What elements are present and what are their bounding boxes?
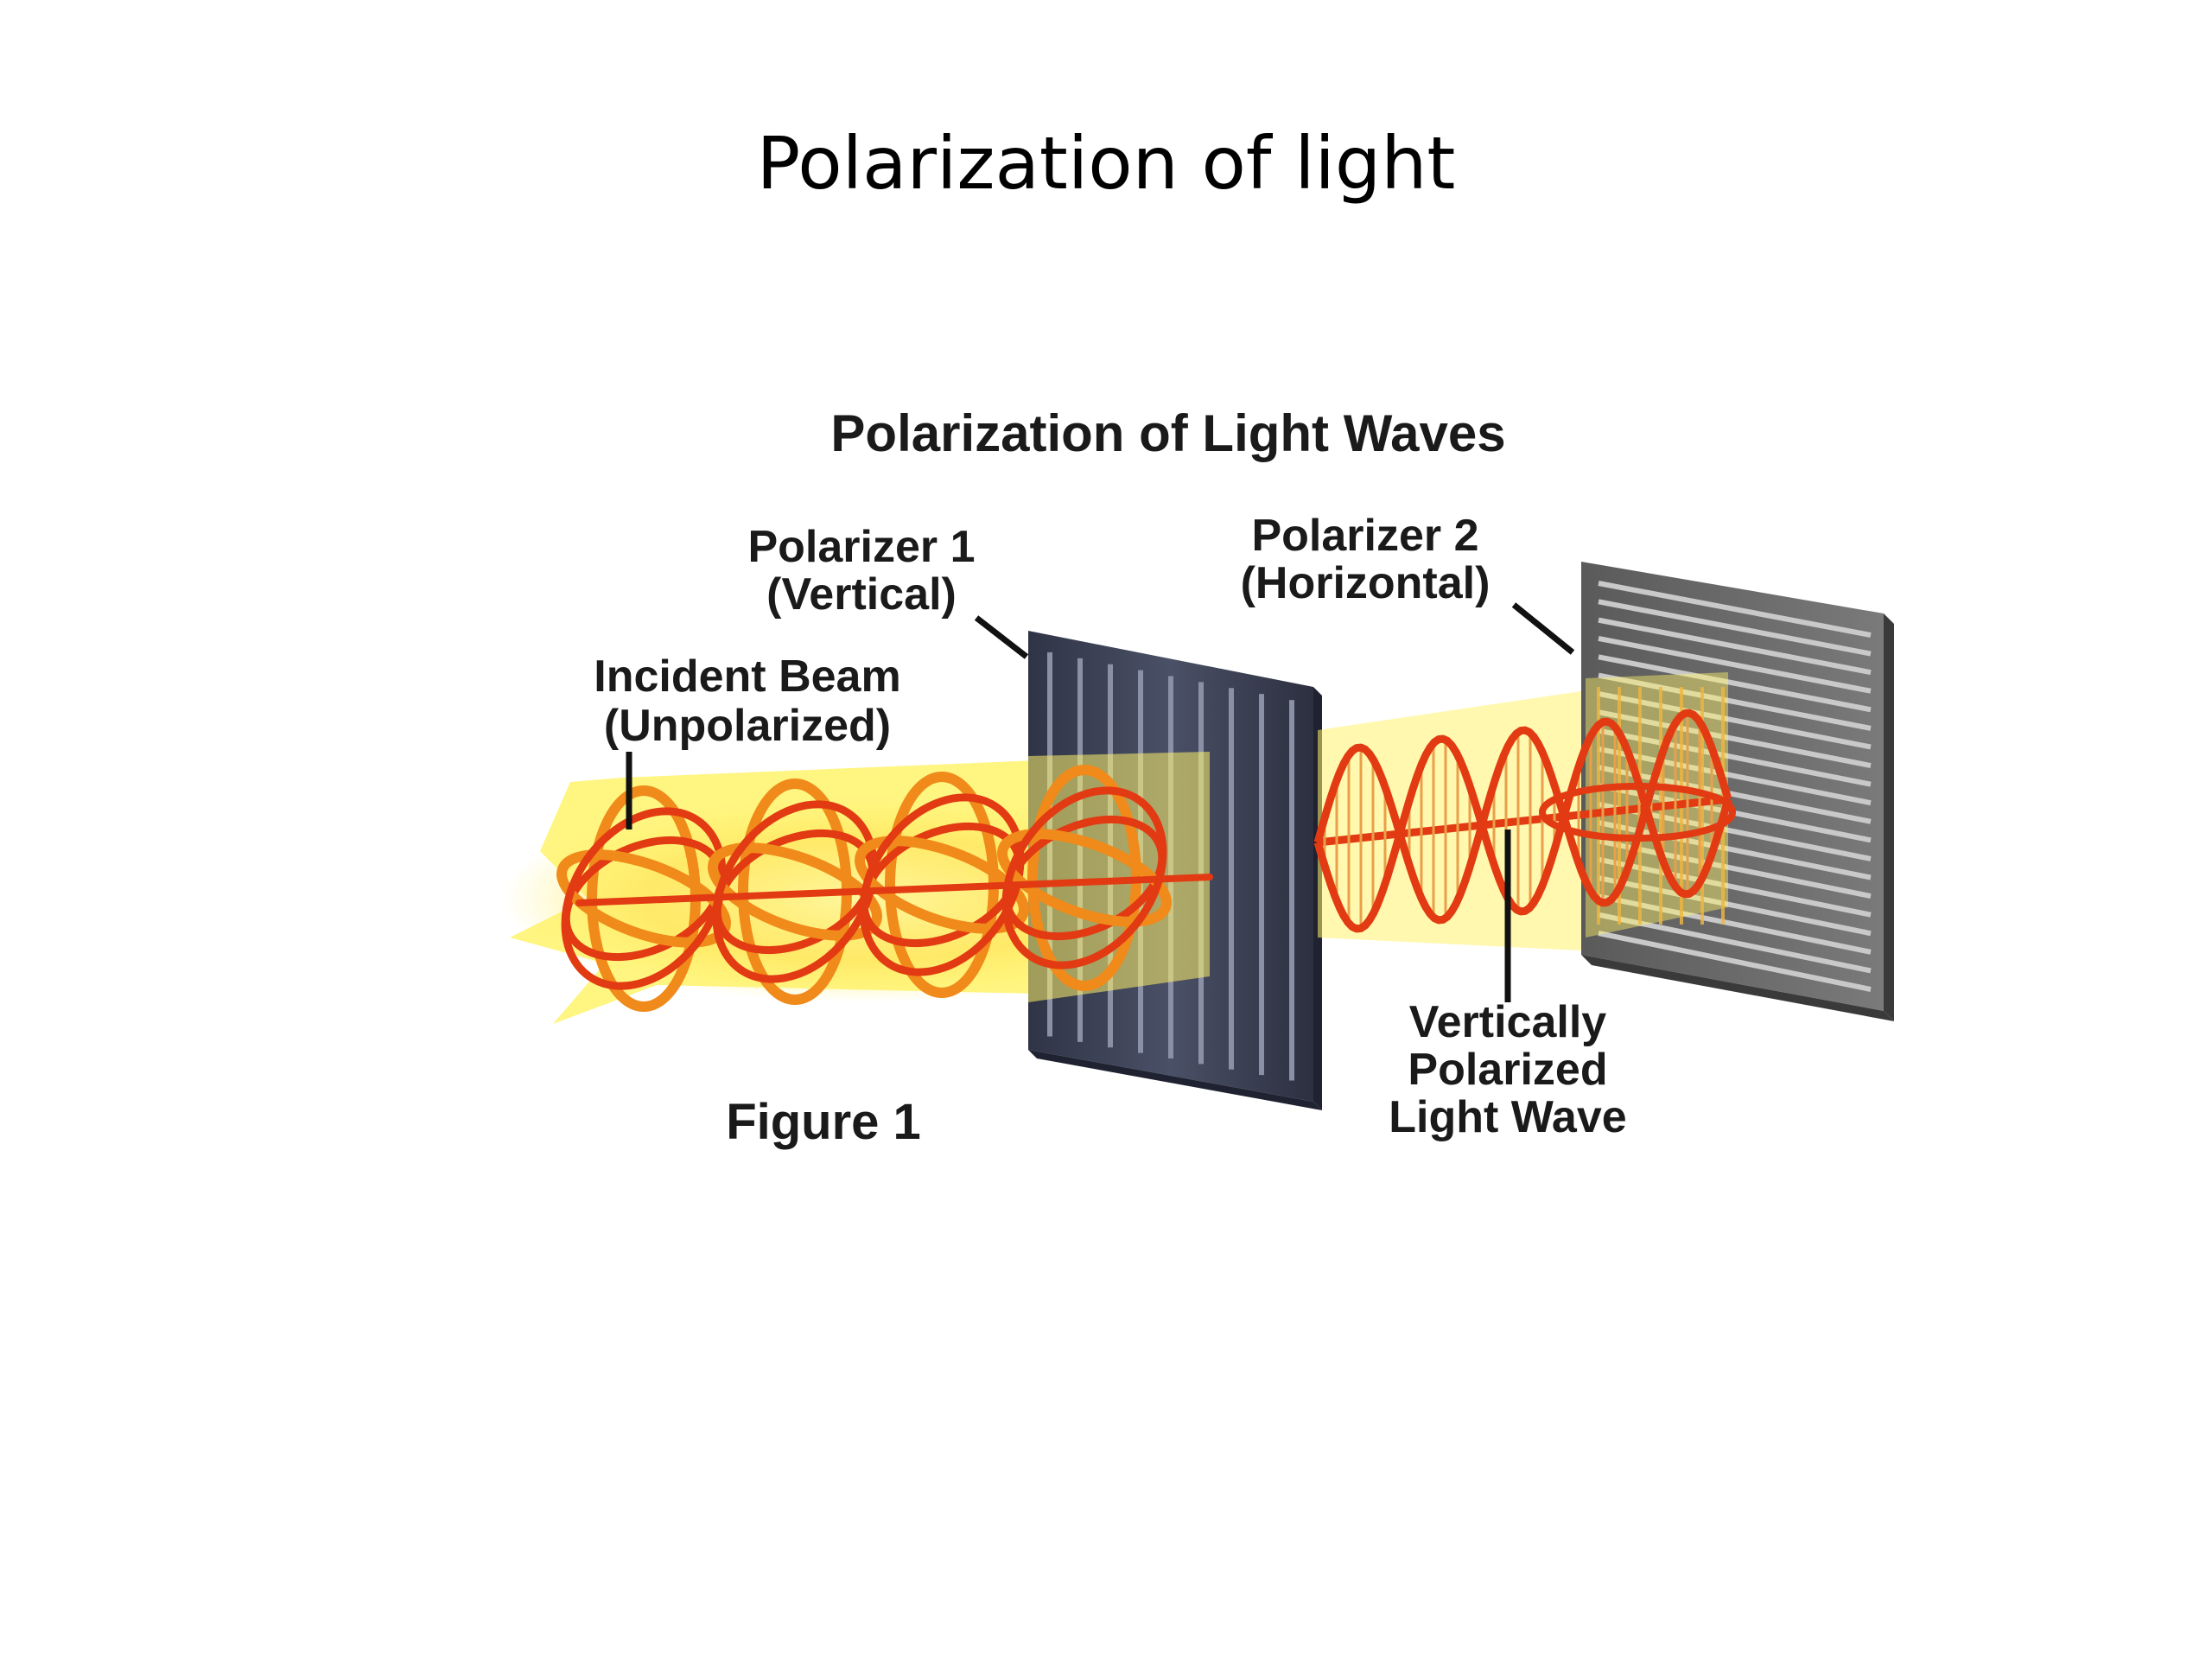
incident-beam-label-line2: (Unpolarized) xyxy=(604,701,891,751)
figure-title: Polarization of Light Waves xyxy=(830,404,1505,462)
incident-beam-label-line1: Incident Beam xyxy=(594,652,900,702)
polarizer-2-label-line2: (Horizontal) xyxy=(1241,558,1491,608)
polarizer-2-label-line1: Polarizer 2 xyxy=(1251,511,1478,561)
unpolarized-waves xyxy=(556,765,1213,1012)
polarizer-1-label-line2: (Vertical) xyxy=(766,569,957,620)
vertical-plane xyxy=(1028,752,1210,1002)
vertical-wave-label-line2: Polarized xyxy=(1408,1045,1607,1095)
polarizer-1-label-line1: Polarizer 1 xyxy=(747,522,975,572)
slide-title: Polarization of light xyxy=(756,121,1456,206)
vertically-polarized-wave xyxy=(1313,709,1736,933)
leader-lines xyxy=(626,602,1575,1002)
polarizer-2 xyxy=(1581,562,1894,1021)
figure-caption: Figure 1 xyxy=(726,1094,921,1150)
vertical-wave-label-line1: Vertically xyxy=(1409,997,1606,1047)
vertical-wave-label-line3: Light Wave xyxy=(1389,1092,1626,1142)
